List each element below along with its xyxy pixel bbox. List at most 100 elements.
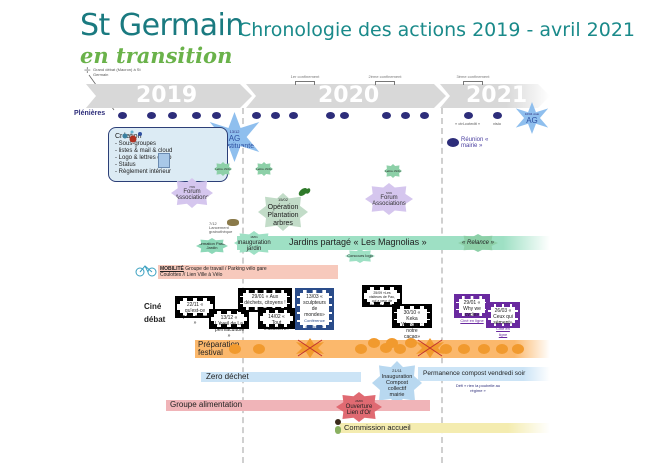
film-card: 25/09 «Les visiteurs de Pau, qui a peur … (362, 285, 402, 307)
creation-title: Création (115, 133, 142, 140)
zero-dechet-label: Zero déchet (206, 372, 249, 381)
permanence-label: Permanence compost vendredi soir (423, 370, 526, 377)
creation-item: - Sous-groupes (115, 141, 157, 147)
defi-label: Défi « rien la poubelle au régime » (455, 383, 501, 393)
lettre-info-badge: Lettre d'info (214, 162, 232, 176)
divider-2021 (441, 108, 443, 463)
year-2021: 2021 (466, 83, 528, 108)
film-card: 14/02 « Tout s'accélère» (258, 308, 295, 332)
year-2020: 2020 (318, 83, 380, 108)
pleniere-dot (401, 112, 410, 119)
plantation-arbres: 15/02 Opération Plantation arbres (258, 193, 308, 231)
film-card: 22/11 « qu'est-ce qu'on attend » (175, 296, 215, 326)
pleniere-dot (252, 112, 261, 119)
leaf-icon (297, 185, 311, 197)
pleniere-dot (192, 112, 201, 119)
cancelled-event-icon (414, 338, 446, 358)
lancement-date: 7/12 (209, 221, 217, 226)
cross-icon: ✛ (84, 66, 91, 75)
plantation-label: arbres (273, 220, 293, 227)
jardins-label: Jardins partagé « Les Magnolias » (289, 237, 427, 247)
film-note: Conférence gesticulée (304, 318, 325, 329)
year-2019: 2019 (136, 83, 198, 108)
film-card: 30/10 « Keka Wongan : notre cacao» (392, 304, 432, 340)
concours-logo: Concours logo (345, 249, 375, 263)
lien-dor-date: 26/09 (355, 399, 363, 403)
film-note: Ciné en ligne (460, 318, 484, 323)
pleniere-dot (340, 112, 349, 119)
bicycle-icon (135, 263, 157, 277)
network-icon (120, 130, 146, 144)
festival-dot (380, 343, 392, 353)
mobilite-band (158, 265, 338, 279)
compost-date: 21/11 (392, 368, 402, 373)
festival-dot (478, 344, 490, 354)
festival-label: Préparation festival (198, 340, 240, 357)
mobilite-title: MOBILITÉ (160, 266, 184, 272)
pleniere-dot (382, 112, 391, 119)
year-band-2019 (86, 84, 252, 108)
film-note: Ciné en ligne (496, 326, 510, 337)
permanence-band (418, 367, 550, 381)
creation-item: - listes & mail & cloud (115, 148, 173, 154)
mobilite-text2: Coulottes // Lien Ville à Vélo (160, 272, 223, 278)
inauguration-jardin: 18/01 Inauguration jardin (234, 231, 274, 255)
inauguration-compost: 21/11 Inauguration Compost collectif mai… (372, 361, 422, 405)
film-card: 29/01 « Aux déchets, citoyens ! » (238, 288, 292, 312)
confinement-3-label: 3ème confinement (456, 74, 490, 79)
film-card-online: 29/01 « Why we cycle»Ciné en ligne (454, 294, 490, 323)
pleniere-dot (147, 112, 156, 119)
formation-passe-jardin: Formation Passe Jardin (196, 238, 228, 254)
festival-dot (458, 344, 470, 354)
lettre-info-badge: Lettre d'info (384, 164, 402, 178)
ag-label: AG (228, 133, 241, 143)
plantation-label: Opération (267, 204, 299, 211)
document-icon (158, 153, 170, 168)
festival-dot (405, 338, 417, 348)
pleniere-dot (420, 112, 429, 119)
page-subtitle: Chronologie des actions 2019 - avril 202… (238, 19, 636, 41)
festival-dot (355, 344, 367, 354)
mobilite-text1: Groupe de travail / Parking vélo gare (185, 266, 267, 272)
confinement-2: 2ème confinement (365, 74, 405, 85)
forum-label: Forum Associations (372, 195, 406, 207)
alimentation-band (166, 400, 430, 411)
festival-dot (253, 344, 265, 354)
reunion-dot (447, 138, 459, 147)
inauguration-date: 18/01 (250, 235, 258, 239)
dot-label: « ctrl-cotedit » (455, 121, 481, 126)
dot-label: visio (493, 121, 502, 126)
year-band-2020 (246, 84, 446, 108)
ag-2021-date: 10/04 visio (524, 111, 540, 116)
pleniere-dot (271, 112, 280, 119)
lien-dor-label: Ouverture Lien d'Or (345, 404, 373, 416)
seeds-icon (227, 219, 239, 226)
zero-dechet-band (201, 372, 361, 382)
confinement-3: 3ème confinement (453, 74, 493, 85)
creation-item: - Status (115, 162, 136, 168)
confinement-2-label: 2ème confinement (368, 74, 402, 79)
accueil-band (340, 423, 550, 433)
ag-date: 13/12 (229, 128, 240, 134)
festival-dot (368, 338, 380, 348)
forum-label: Forum Associations (175, 189, 209, 201)
plantation-date: 15/02 (277, 197, 288, 202)
forum-associations-2019: 7/09 Forum Associations (171, 178, 213, 208)
cancelled-event-icon (294, 338, 326, 358)
creation-item: - Règlement intérieur (115, 169, 172, 175)
pleniere-dot (464, 112, 473, 119)
pleniere-dot (168, 112, 177, 119)
pleniere-dot (118, 112, 127, 119)
forum-associations-2020: 5/09 Forum Associations (365, 183, 413, 215)
lancement-label: Lancement grainothèque (209, 225, 233, 234)
pleniere-dot (326, 112, 335, 119)
film-title: 26/03 « Ceux qui sèment» (493, 308, 513, 326)
person-icon (334, 418, 342, 434)
ag-2021-label: AG (526, 115, 538, 125)
inauguration-label: Inauguration jardin (237, 240, 271, 252)
ouverture-lien-dor: 26/09 Ouverture Lien d'Or (336, 392, 382, 422)
festival-dot (394, 344, 406, 354)
plantation-label: Plantation (267, 212, 299, 219)
logo-text: en transition (80, 43, 233, 68)
